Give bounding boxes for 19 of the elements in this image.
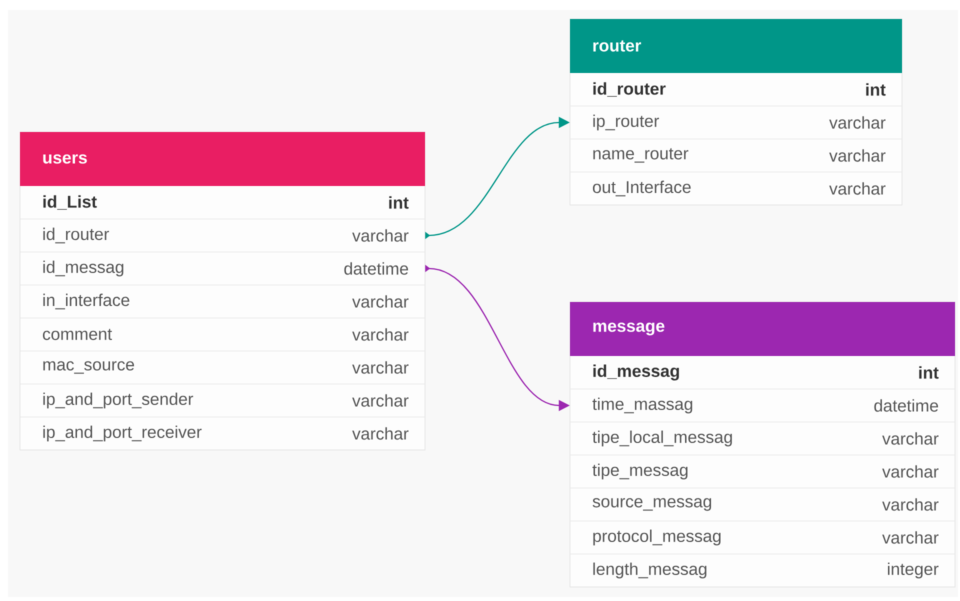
table-row: length_messag integer xyxy=(593,562,939,578)
table-row: in_interface varchar xyxy=(43,294,409,310)
table-row: protocol_messag varchar xyxy=(593,530,939,546)
table-row: ip_router varchar xyxy=(593,114,886,130)
table-row: id_messag int xyxy=(593,364,939,380)
table-row: source_messag varchar xyxy=(592,498,939,511)
table-row: out_Interface varchar xyxy=(592,180,886,196)
table-row: id_router varchar xyxy=(43,228,409,244)
table-row: time_massag datetime xyxy=(592,398,938,414)
table-row: tipe_messag varchar xyxy=(592,464,939,480)
table-row: ip_and_port_sender varchar xyxy=(43,392,409,408)
table-row: id_List int xyxy=(43,195,409,210)
table-row: mac_source varchar xyxy=(43,361,409,374)
table-row: name_router varchar xyxy=(593,148,886,163)
table-row: comment varchar xyxy=(42,328,409,341)
table-row: id_messag datetime xyxy=(43,260,408,276)
table-row: id_router int xyxy=(593,82,886,97)
table-row: tipe_local_messag varchar xyxy=(592,430,939,446)
table-row: ip_and_port_receiver varchar xyxy=(43,426,409,442)
